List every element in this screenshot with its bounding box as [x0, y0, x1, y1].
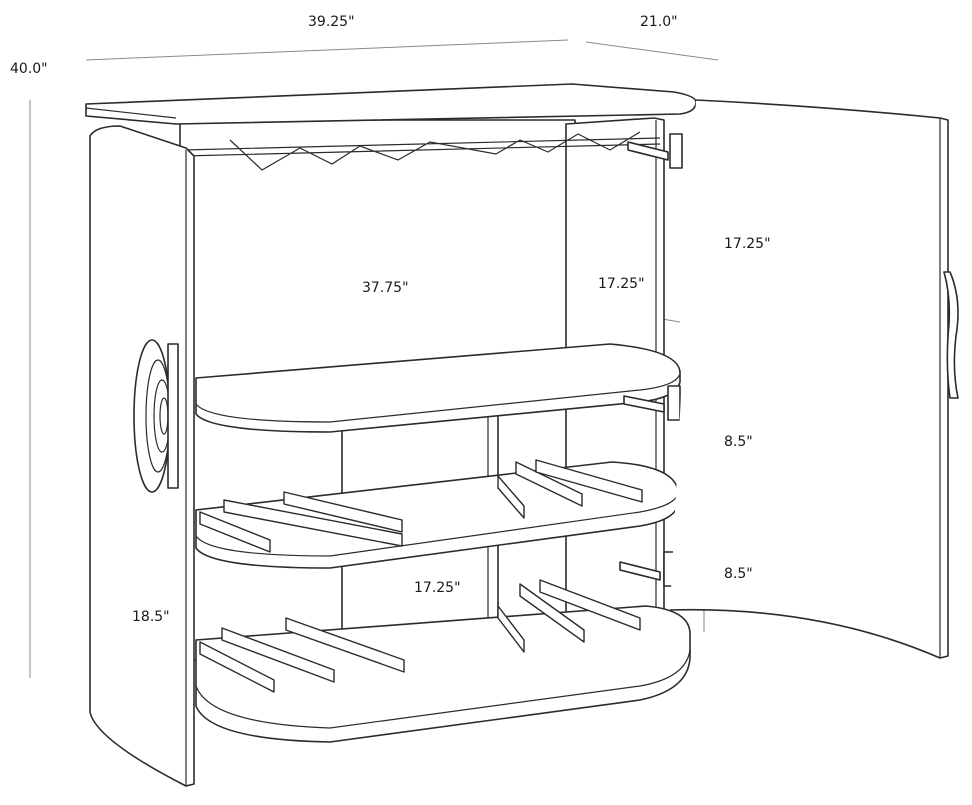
hinge — [627, 141, 669, 161]
width-dimension-line — [85, 39, 569, 61]
lower-shelf-top-edge — [195, 493, 679, 557]
right-door-handle-icon — [943, 271, 959, 399]
middle-height-label: 8.5" — [724, 434, 753, 450]
wine-slat — [199, 511, 271, 553]
upper-height-label: 17.25" — [724, 236, 771, 252]
hinge — [623, 395, 665, 413]
dimension-labels: 39.25" 21.0" 40.0" 17.25" 17.25" 37.75" … — [10, 14, 771, 625]
wine-slat — [535, 459, 643, 503]
wine-slat — [515, 461, 583, 507]
stemware-rack — [183, 131, 661, 171]
wine-slat — [497, 475, 525, 519]
upper-depth-label: 17.25" — [598, 276, 645, 292]
middle-shelf — [195, 343, 681, 433]
bottom-shelf-top-edge — [195, 649, 691, 729]
right-door-panel — [669, 99, 949, 659]
width-label: 39.25" — [308, 14, 355, 30]
depth-dimension-line — [585, 41, 719, 61]
hinge — [619, 561, 661, 581]
right-door — [669, 99, 959, 659]
cabinet-body — [85, 83, 697, 743]
middle-shelf-top-edge — [195, 373, 681, 423]
cabinet-top — [85, 83, 697, 125]
cabinet-top-edge — [85, 107, 177, 119]
hinge-plate — [667, 385, 681, 421]
left-door — [89, 125, 195, 787]
wine-slat — [283, 491, 403, 533]
wine-slat — [539, 579, 641, 631]
wine-slat — [285, 617, 405, 673]
lower-height-label: 8.5" — [724, 566, 753, 582]
inner-width-label: 37.75" — [362, 280, 409, 296]
handle-mount — [167, 343, 179, 489]
wine-slat — [221, 627, 335, 683]
lower-cell-width-label: 18.5" — [132, 609, 170, 625]
depth-label: 21.0" — [640, 14, 678, 30]
left-door-handle-icon — [133, 339, 171, 493]
wine-slat — [199, 641, 275, 693]
wine-slat — [497, 605, 525, 653]
height-label: 40.0" — [10, 61, 48, 77]
wine-slat — [519, 583, 585, 643]
wine-slat — [223, 499, 403, 547]
hinge-plate — [669, 133, 683, 169]
lower-depth-label: 17.25" — [414, 580, 461, 596]
